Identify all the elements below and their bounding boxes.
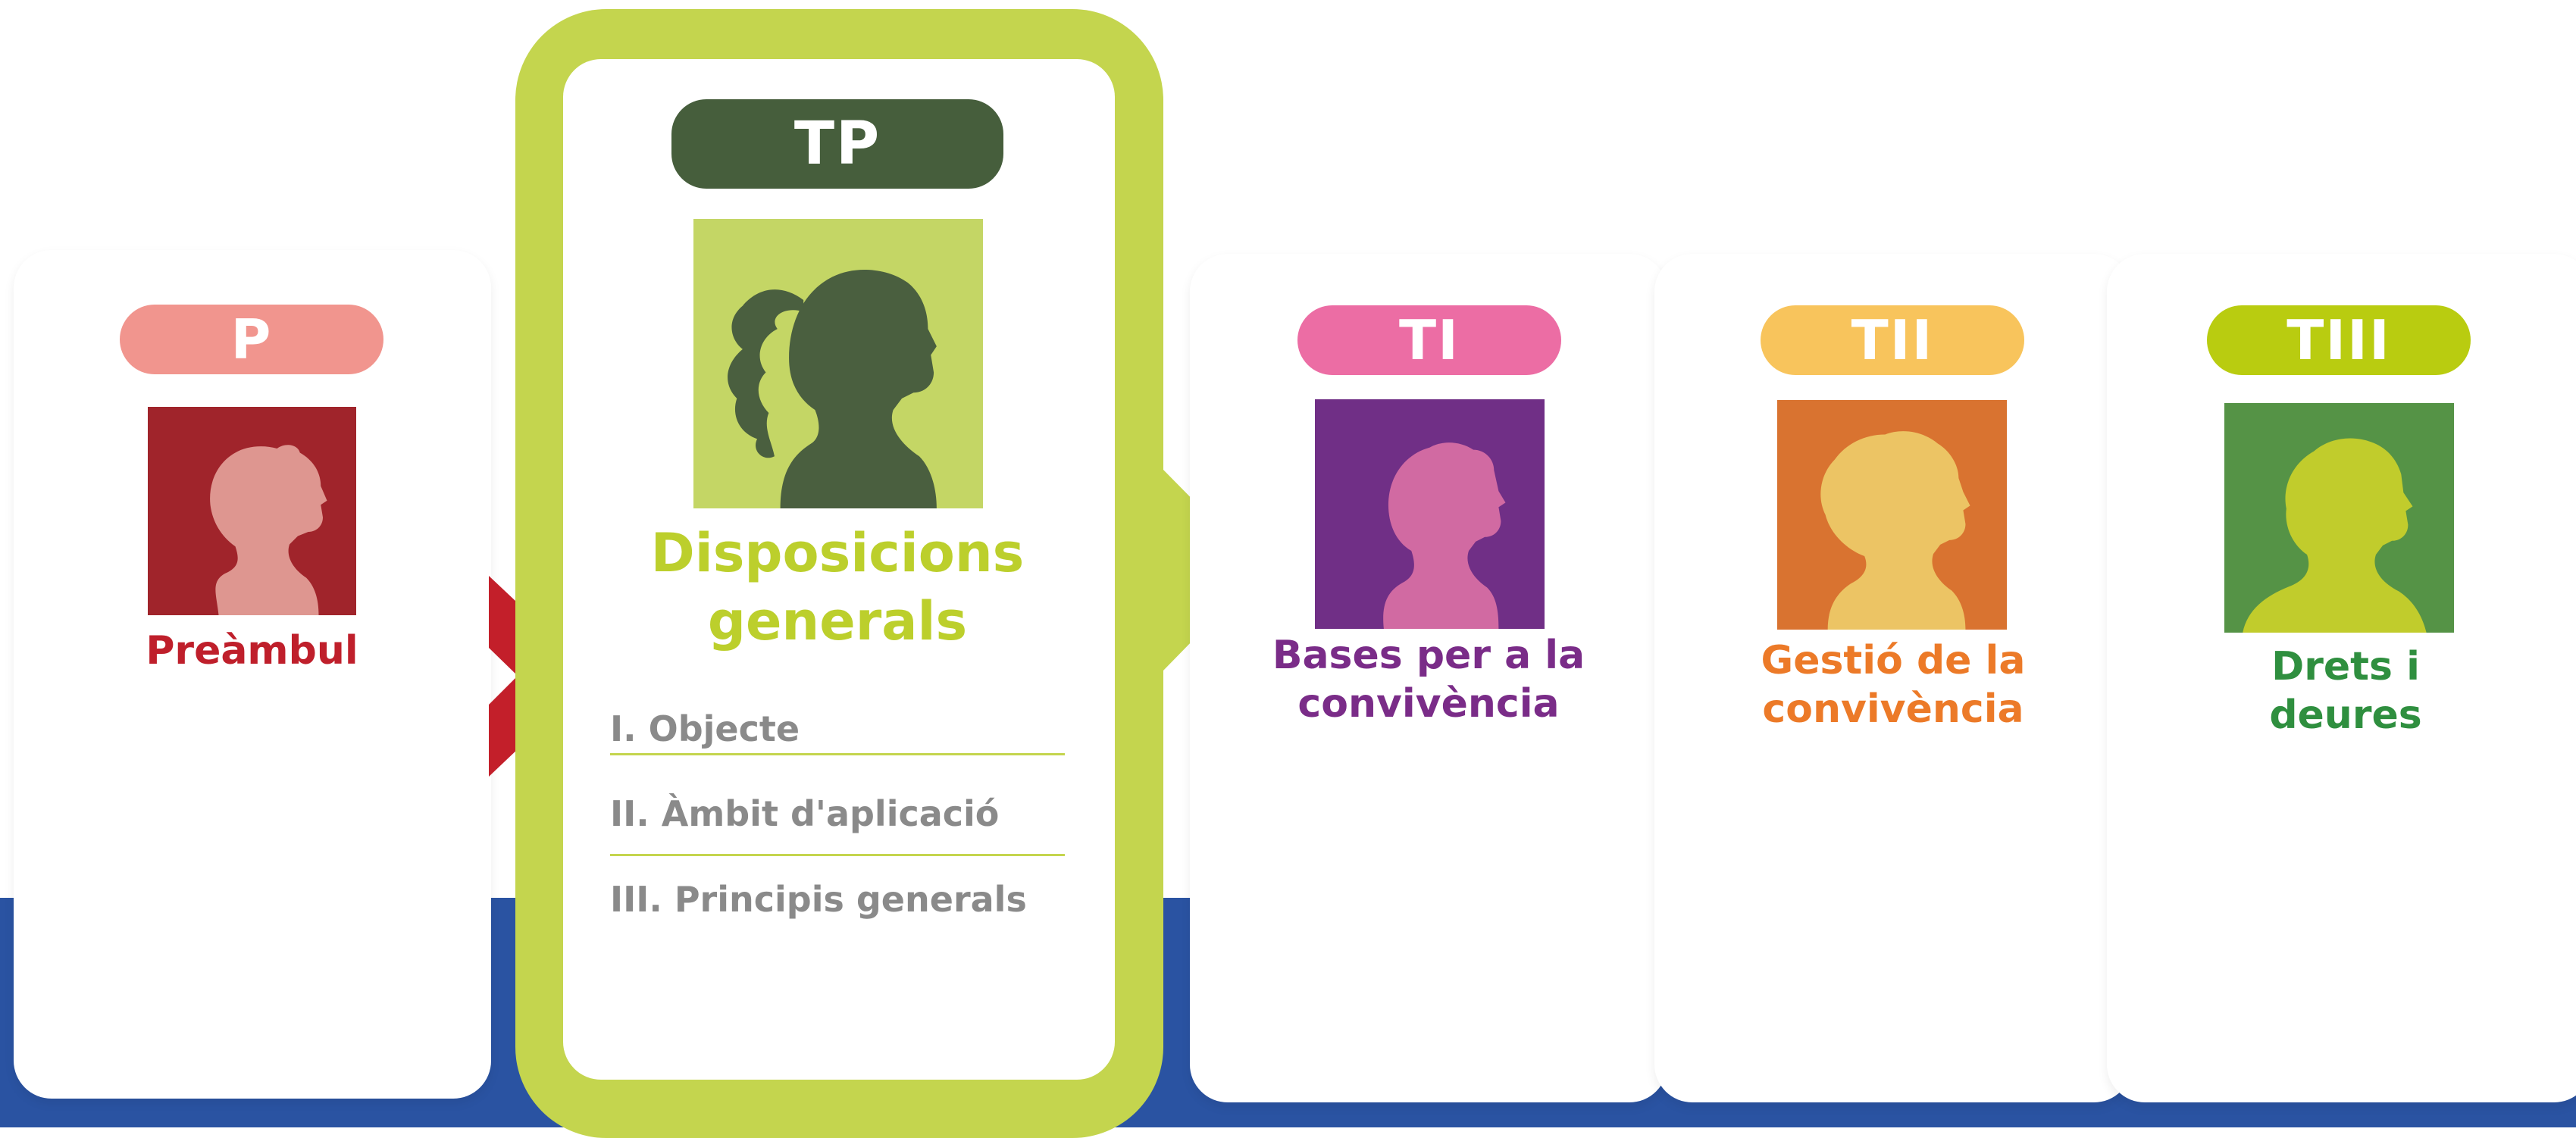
card-bases-convivencia[interactable]: [1190, 254, 1667, 1102]
title-drets-line2: deures: [2269, 692, 2422, 738]
curly-boy-silhouette-icon: [2224, 403, 2454, 633]
portrait-drets: [2224, 403, 2454, 633]
badge-p: P: [120, 305, 383, 374]
badge-tii: TII: [1761, 305, 2024, 375]
curly-hair-silhouette-icon: [1777, 400, 2007, 630]
girl-ponytail-silhouette-icon: [693, 219, 983, 508]
badge-ti: TI: [1297, 305, 1561, 375]
card-drets-deures[interactable]: [2107, 254, 2576, 1102]
badge-tiii: TIII: [2207, 305, 2471, 375]
title-disposicions-line1: Disposicions: [650, 522, 1025, 584]
title-bases-line2: convivència: [1297, 681, 1560, 727]
chevron-right-icon: [1110, 470, 1262, 671]
title-disposicions-line2: generals: [707, 590, 968, 652]
title-gestio-line2: convivència: [1762, 686, 2024, 732]
section-principis-generals[interactable]: III. Principis generals: [610, 879, 1027, 920]
card-preambul[interactable]: [14, 250, 491, 1099]
portrait-disposicions: [693, 219, 983, 508]
title-gestio-line1: Gestió de la: [1761, 638, 2026, 683]
title-drets-line1: Drets i: [2271, 644, 2420, 689]
portrait-preambul: [148, 407, 356, 615]
child-silhouette-icon: [1315, 399, 1545, 629]
portrait-gestio: [1777, 399, 2007, 630]
title-bases-line1: Bases per a la: [1272, 633, 1585, 678]
badge-tp: TP: [671, 99, 1003, 189]
card-gestio-convivencia[interactable]: [1654, 254, 2132, 1102]
section-ambit-aplicacio[interactable]: II. Àmbit d'aplicació: [610, 793, 1000, 834]
title-preambul: Preàmbul: [146, 628, 358, 674]
portrait-bases: [1315, 399, 1545, 629]
section-divider: [610, 854, 1065, 856]
section-divider: [610, 753, 1065, 755]
boy-silhouette-icon: [148, 407, 356, 615]
arrow-2-shape: [1110, 470, 1262, 671]
section-objecte[interactable]: I. Objecte: [610, 708, 800, 749]
